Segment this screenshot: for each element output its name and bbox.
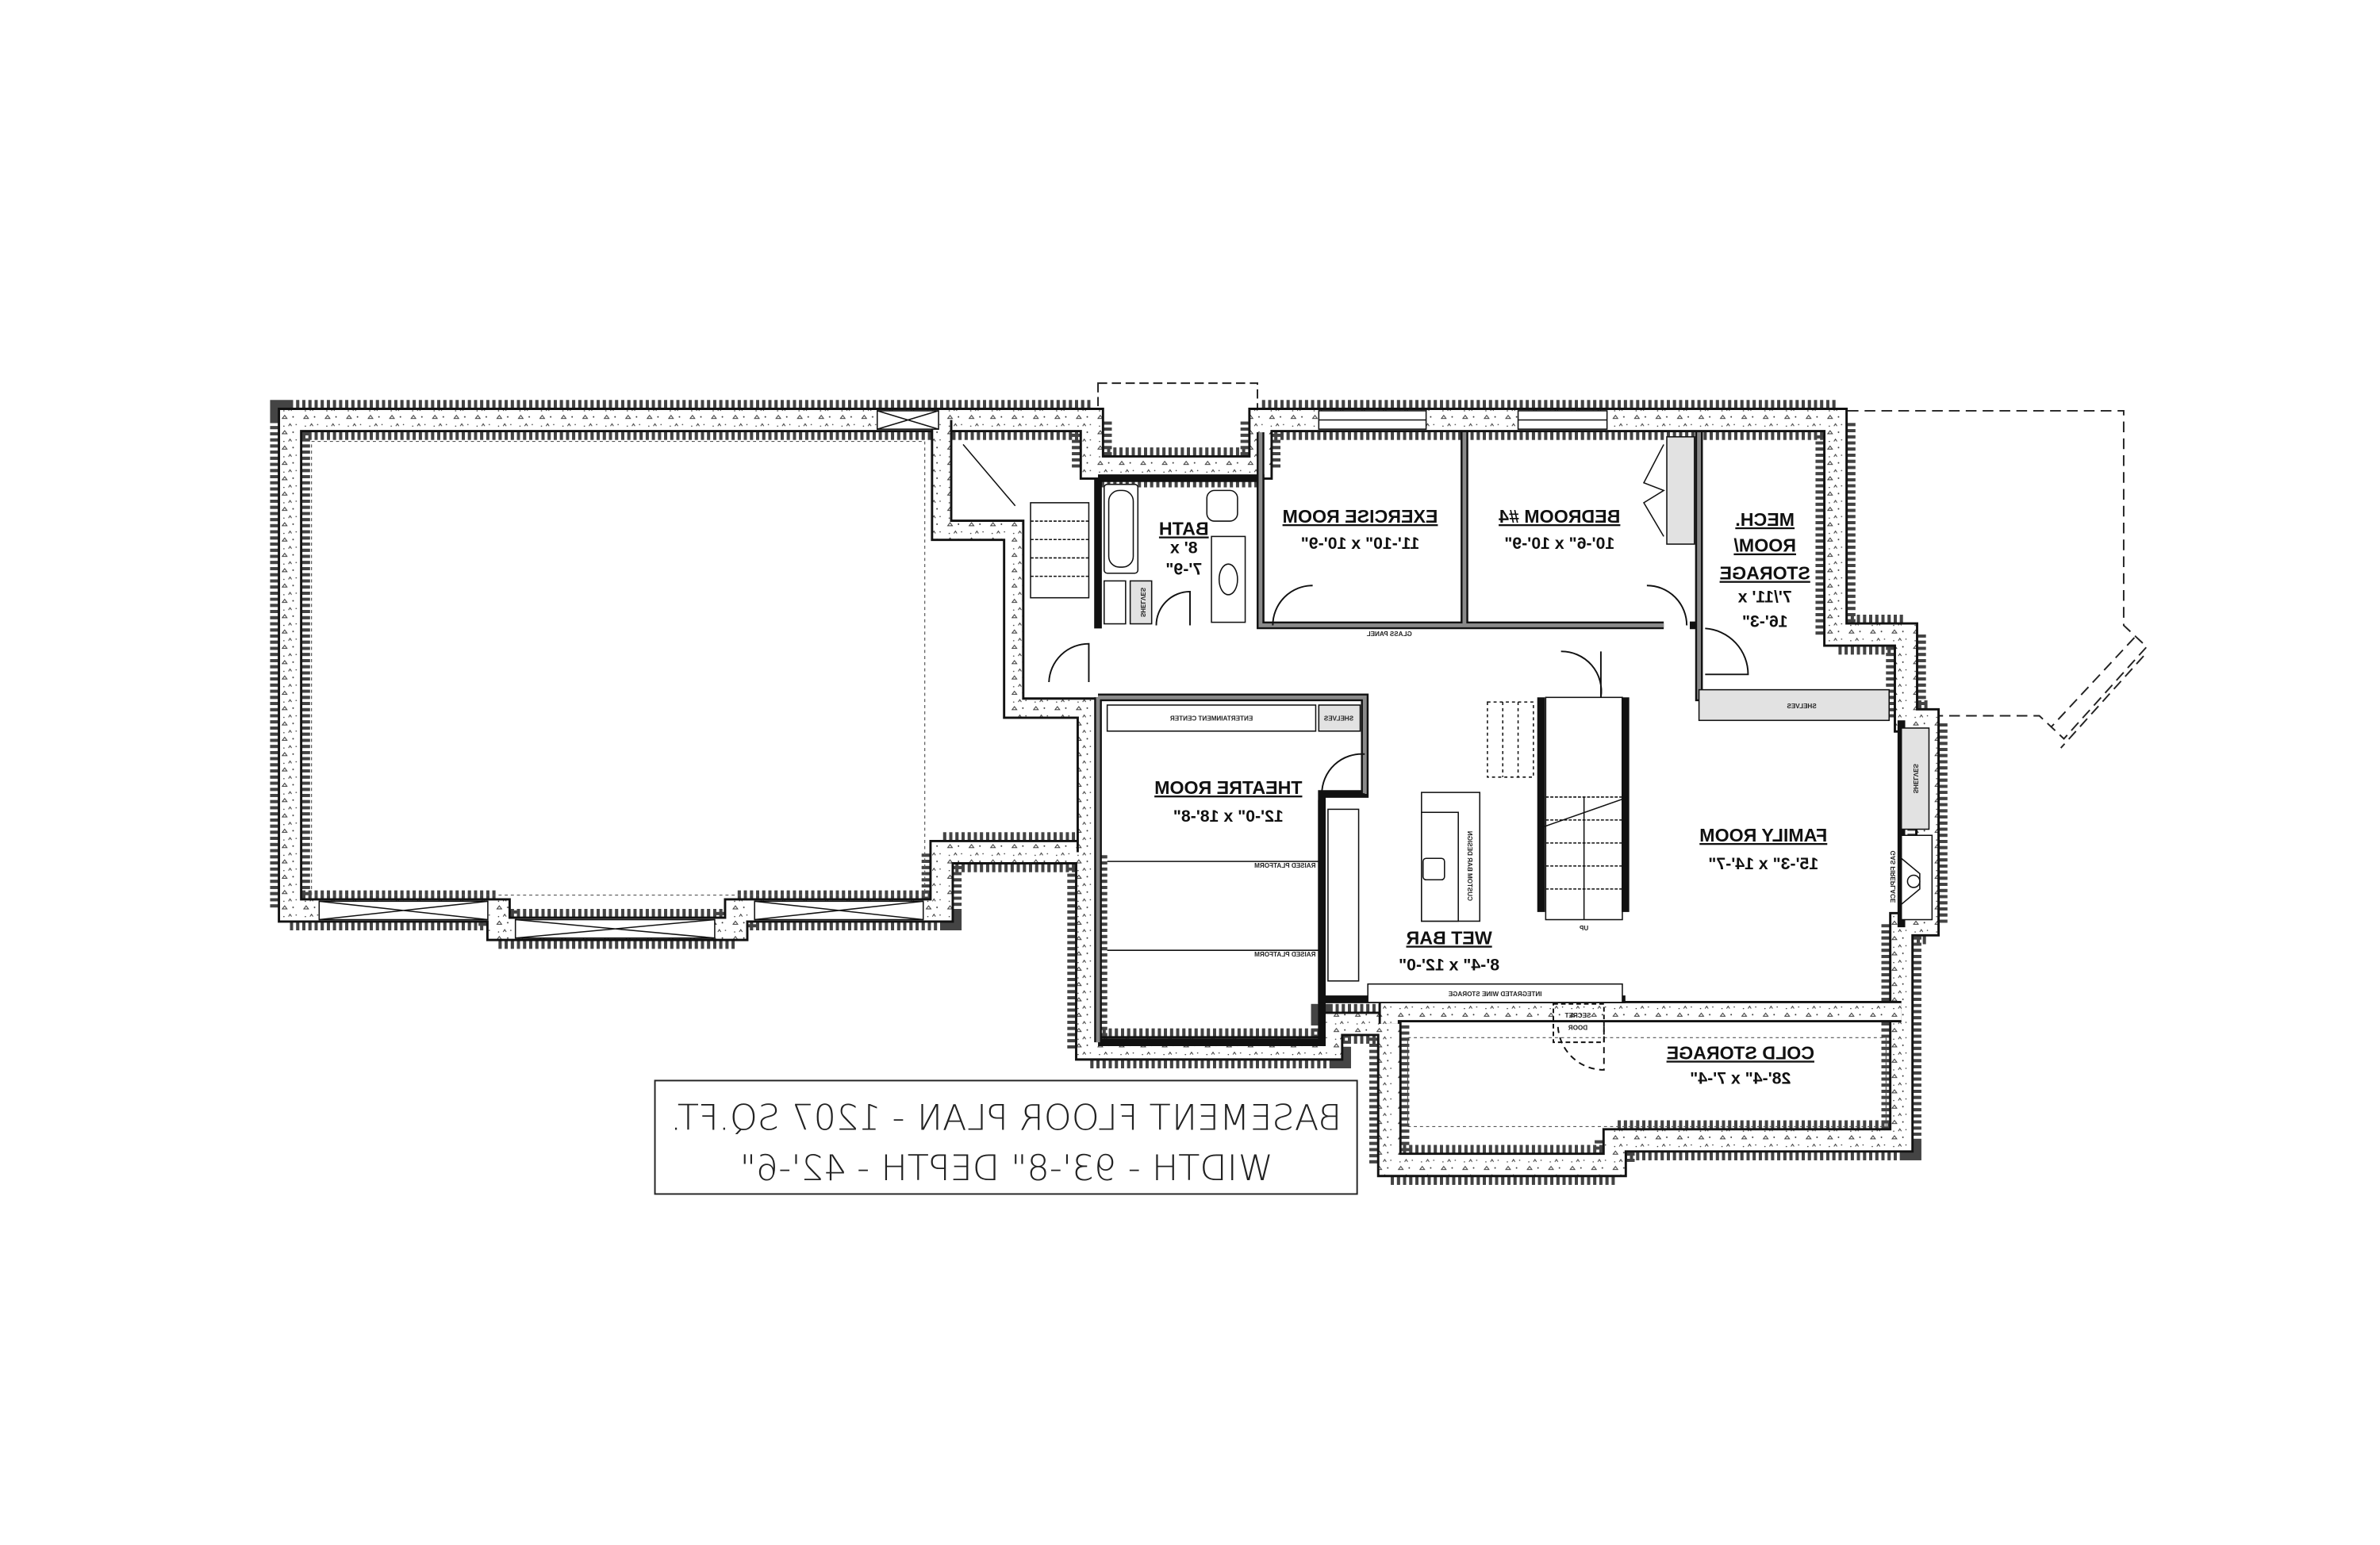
mech-room-dim-2: 16'-3" — [1742, 611, 1788, 631]
theatre-shelves — [1318, 704, 1361, 732]
bath-shelves-note: SHELVES — [1139, 587, 1146, 617]
mech-room-label-3: STORAGE — [1720, 563, 1810, 584]
glass-panel-note: GLASS PANEL — [1367, 631, 1412, 638]
windows — [318, 410, 1608, 939]
fixtures — [1104, 436, 1933, 1003]
mech-shelves — [1698, 688, 1891, 722]
raised-platform-note-1: RAISED PLATFORM — [1254, 862, 1316, 869]
mech-room-dim-1: 7'/11' x — [1738, 587, 1792, 606]
bath-dim-1: 8' x — [1170, 539, 1198, 558]
exercise-room-dim: 11'-10" x 10'-9" — [1301, 534, 1420, 553]
theatre-room-label: THEATRE ROOM — [1154, 777, 1302, 798]
wet-bar-label: WET BAR — [1406, 927, 1491, 948]
room-labels: BATH 8' x 7'-9" EXERCISE ROOM 11'-10" x … — [1154, 506, 1827, 1087]
caption-line-2: WIDTH - 93'-8" DEPTH - 42'-6" — [740, 1148, 1273, 1189]
doors[interactable] — [1048, 585, 1749, 1071]
theatre-shelves-note: SHELVES — [1323, 715, 1353, 722]
plan-notes: GLASS PANEL SHELVES ENTERTAINMENT CENTER… — [1139, 587, 1919, 1031]
toilet — [1206, 489, 1238, 522]
bar-design-note: CUSTOM BAR DESIGN — [1466, 831, 1473, 901]
bath-shelves — [1129, 580, 1153, 625]
closet — [1666, 436, 1695, 545]
entertainment-center-note: ENTERTAINMENT CENTER — [1170, 715, 1253, 722]
secret-door-note-1: SECRET — [1564, 1012, 1591, 1019]
theatre-room-dim: 12'-0" x 18'-8" — [1173, 807, 1284, 826]
raised-platform-note-2: RAISED PLATFORM — [1254, 951, 1316, 958]
deck-outline — [1848, 409, 2148, 740]
bedroom-4-dim: 10'-6" x 10'-9" — [1504, 534, 1614, 553]
cold-storage-dim: 28'-4" x 7'-4" — [1690, 1068, 1791, 1087]
family-shelves-note: SHELVES — [1912, 764, 1919, 794]
secret-door-note-2: DOOR — [1568, 1025, 1587, 1032]
stairs[interactable] — [962, 443, 1629, 921]
plan-caption: BASEMENT FLOOR PLAN - 1207 SQ.FT. WIDTH … — [654, 1079, 1358, 1195]
entertainment-center — [1106, 704, 1317, 732]
wine-storage-note: INTEGRATED WINE STORAGE — [1448, 991, 1541, 998]
bar-sink — [1422, 857, 1445, 881]
caption-line-1: BASEMENT FLOOR PLAN - 1207 SQ.FT. — [670, 1098, 1342, 1138]
stair-up-note: UP — [1579, 925, 1588, 932]
wine-storage — [1367, 983, 1623, 1003]
family-shelves — [1900, 727, 1930, 830]
bedroom-4-label: BEDROOM #4 — [1499, 506, 1620, 527]
mech-shelves-note: SHELVES — [1787, 703, 1817, 710]
family-room-label: FAMILY ROOM — [1699, 825, 1827, 845]
mech-room-label-1: MECH. — [1735, 509, 1795, 530]
foundation-walls — [270, 420, 1928, 1185]
cold-storage-label: COLD STORAGE — [1667, 1042, 1814, 1063]
bath-label: BATH — [1159, 518, 1209, 539]
exercise-room-label: EXERCISE ROOM — [1283, 506, 1438, 527]
wet-bar-dim: 8'-4" x 12'-0" — [1399, 955, 1499, 974]
unexcavated-area-outline — [311, 440, 926, 896]
gas-fireplace-note: GAS FIREPLACE — [1890, 851, 1897, 903]
mech-room-label-2: ROOM/ — [1733, 535, 1796, 556]
bath-dim-2: 7'-9" — [1165, 560, 1202, 579]
family-room-dim: 15'-3" x 14'-7" — [1708, 854, 1818, 873]
cold-storage-outline — [1407, 1037, 1887, 1127]
bay-window-outline — [2051, 637, 2144, 749]
bar-counter — [1327, 808, 1360, 982]
